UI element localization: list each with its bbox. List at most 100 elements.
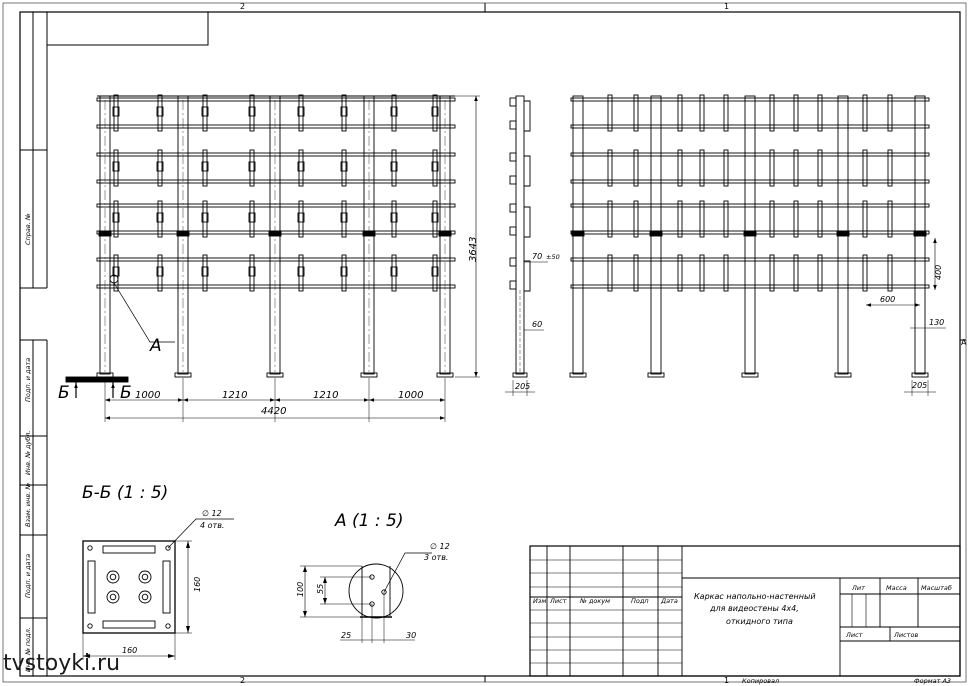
rear-hanger bbox=[862, 149, 868, 187]
section-mark-left: Б bbox=[58, 383, 70, 403]
front-hanger bbox=[432, 149, 438, 187]
front-hanger bbox=[157, 94, 163, 132]
rear-hanger bbox=[723, 200, 729, 238]
zone-label-right: A bbox=[961, 338, 967, 347]
tb-col-podp: Подп bbox=[631, 597, 649, 605]
front-hanger bbox=[249, 149, 255, 187]
dimension-arrow bbox=[105, 398, 110, 402]
bottom-kopiroval: Копировал bbox=[742, 677, 779, 685]
rear-rail bbox=[570, 179, 930, 184]
front-hanger-clip bbox=[297, 161, 305, 172]
front-hanger-clip bbox=[297, 266, 305, 277]
rear-hanger bbox=[793, 254, 799, 292]
detail-a-dim-100: 100 bbox=[296, 582, 305, 597]
front-hanger bbox=[391, 200, 397, 238]
front-hanger-clip bbox=[431, 212, 439, 223]
rear-hanger bbox=[677, 200, 683, 238]
dimension-arrow bbox=[440, 416, 445, 420]
rear-dim-130: 130 bbox=[929, 318, 944, 327]
front-hanger-clip bbox=[390, 266, 398, 277]
front-hanger bbox=[341, 200, 347, 238]
dimension-arrow bbox=[111, 383, 115, 388]
strip-inv-dubl: Инв. № дубл. bbox=[24, 431, 32, 475]
rear-hanger bbox=[887, 149, 893, 187]
tb-massa: Масса bbox=[886, 584, 907, 592]
tb-title-line1: Каркас напольно-настенный bbox=[694, 592, 816, 601]
front-hanger bbox=[298, 200, 304, 238]
detail-a-hole: ∅ 12 bbox=[430, 542, 450, 551]
rear-hanger bbox=[817, 254, 823, 292]
front-rail bbox=[96, 203, 456, 208]
dimension-arrow bbox=[364, 398, 369, 402]
rear-post-foot bbox=[911, 372, 929, 378]
side-bracket bbox=[524, 260, 531, 292]
front-hanger-clip bbox=[156, 212, 164, 223]
front-dim-3: 1210 bbox=[313, 390, 338, 401]
side-clip bbox=[509, 280, 517, 290]
front-rail bbox=[96, 124, 456, 129]
dimension-arrow bbox=[440, 398, 445, 402]
rear-hanger bbox=[862, 254, 868, 292]
front-hanger-clip bbox=[340, 212, 348, 223]
strip-podp-data-2: Подп. и дата bbox=[24, 554, 32, 598]
rear-hanger bbox=[817, 94, 823, 132]
section-cut-line bbox=[65, 376, 129, 383]
dimension-arrow bbox=[74, 383, 78, 388]
tb-title-line2: для видеостены 4х4, bbox=[709, 604, 799, 613]
front-hanger-clip bbox=[248, 106, 256, 117]
front-hanger bbox=[157, 254, 163, 292]
front-post-joint bbox=[362, 230, 376, 237]
rear-hanger bbox=[862, 94, 868, 132]
drawing-frame bbox=[19, 11, 961, 677]
front-hanger bbox=[249, 94, 255, 132]
zone-label-top-right: 1 bbox=[724, 2, 729, 11]
strip-inv-podl: Инв. № подл. bbox=[24, 627, 32, 672]
tb-masshtab: Масштаб bbox=[921, 584, 952, 592]
rear-post-foot bbox=[834, 372, 852, 378]
detail-bb-hole-count: 4 отв. bbox=[200, 521, 224, 530]
front-post-joint bbox=[438, 230, 452, 237]
front-dim-4: 1000 bbox=[398, 390, 423, 401]
front-hanger bbox=[298, 94, 304, 132]
front-hanger bbox=[391, 149, 397, 187]
front-hanger-clip bbox=[431, 266, 439, 277]
detail-a-dim-25: 25 bbox=[341, 631, 351, 640]
strip-podp-data-1: Подп. и дата bbox=[24, 358, 32, 402]
rear-rail bbox=[570, 152, 930, 157]
rear-hanger bbox=[699, 149, 705, 187]
front-hanger-clip bbox=[156, 161, 164, 172]
front-hanger-clip bbox=[248, 161, 256, 172]
rear-hanger bbox=[793, 94, 799, 132]
rear-hanger bbox=[769, 254, 775, 292]
rear-hanger bbox=[887, 200, 893, 238]
front-post-foot bbox=[436, 372, 454, 378]
dimension-arrow bbox=[275, 398, 280, 402]
rear-post-joint bbox=[571, 230, 585, 237]
side-bracket bbox=[524, 206, 531, 238]
side-clip bbox=[509, 97, 517, 107]
front-hanger bbox=[341, 94, 347, 132]
front-hanger bbox=[249, 254, 255, 292]
detail-bb-height: 160 bbox=[193, 577, 202, 592]
front-hanger-clip bbox=[201, 266, 209, 277]
rear-post-joint bbox=[913, 230, 927, 237]
rear-dim-205: 205 bbox=[912, 381, 927, 390]
detail-a-dim-55: 55 bbox=[316, 584, 325, 594]
front-view bbox=[65, 94, 480, 422]
front-hanger-clip bbox=[248, 212, 256, 223]
tb-lit: Лит bbox=[851, 584, 865, 592]
front-post-joint bbox=[268, 230, 282, 237]
front-hanger bbox=[249, 200, 255, 238]
rear-hanger bbox=[887, 94, 893, 132]
dimension-arrow bbox=[933, 238, 937, 243]
side-dim-205: 205 bbox=[515, 382, 530, 391]
front-hanger bbox=[432, 200, 438, 238]
rear-hanger bbox=[607, 200, 613, 238]
rear-hanger bbox=[769, 149, 775, 187]
front-hanger-clip bbox=[112, 212, 120, 223]
title-block bbox=[529, 545, 961, 677]
front-hanger bbox=[391, 254, 397, 292]
detail-a-hole-count: 3 отв. bbox=[424, 553, 448, 562]
front-rail bbox=[96, 97, 456, 102]
